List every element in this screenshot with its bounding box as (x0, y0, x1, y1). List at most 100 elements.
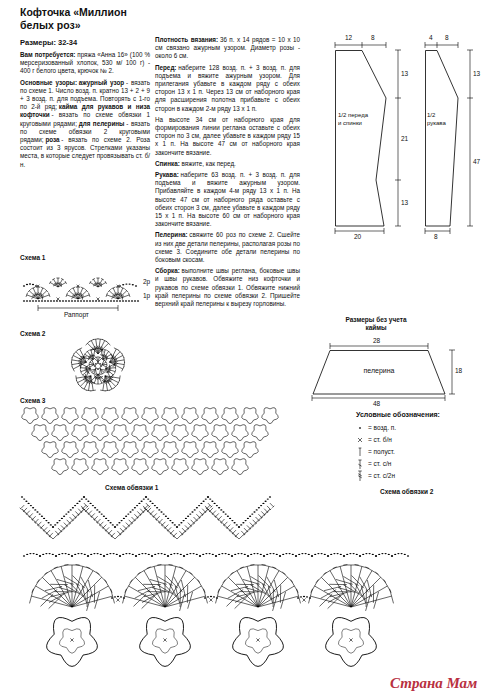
rose-chart (107, 350, 110, 352)
piece-outline (336, 51, 387, 227)
edging-chart-1 (249, 516, 251, 517)
dimension-line (395, 226, 401, 227)
edging-chart-2 (180, 594, 185, 611)
edging-chart-1 (50, 524, 52, 525)
rose-layout-chart (202, 408, 219, 424)
rose-layout-chart (242, 442, 259, 458)
chart-pattern-1 (128, 300, 130, 301)
chart-pattern-1 (125, 283, 127, 284)
edging-chart-1 (123, 518, 125, 519)
chart-pattern-1 (65, 281, 67, 284)
edging-chart-2 (250, 576, 265, 585)
dimension: 20 (354, 233, 361, 241)
chart-pattern-1 (105, 281, 107, 284)
edging-chart-1 (272, 506, 274, 508)
chart-pattern-1 (122, 300, 124, 301)
rose-chart (86, 342, 90, 346)
rose-chart (100, 390, 105, 392)
rose-chart (91, 360, 93, 361)
dimension-line (452, 350, 453, 394)
edging-chart-2 (240, 591, 258, 592)
rose-chart (80, 370, 81, 373)
edging-chart-2 (394, 554, 396, 555)
edging-chart-2 (295, 555, 297, 556)
edging-chart-2 (330, 571, 351, 607)
rose-layout-chart (212, 459, 229, 475)
edging-chart-1 (94, 507, 96, 508)
edging-chart-2 (134, 594, 147, 606)
edging-chart-2 (143, 584, 161, 585)
rose-chart (99, 363, 101, 364)
chart-pattern-1 (52, 278, 55, 280)
edging-chart-2 (61, 566, 72, 607)
edging-chart-2 (157, 576, 172, 585)
edging-chart-1 (127, 513, 129, 514)
dimension-line (398, 50, 399, 226)
rose-chart (95, 367, 97, 368)
edging-chart-2 (311, 555, 313, 556)
chart-pattern-1 (92, 278, 95, 280)
rose-layout-chart (102, 442, 119, 458)
edging-chart-2 (132, 554, 134, 555)
rose-chart (122, 367, 124, 372)
chart-pattern-1 (68, 289, 71, 292)
chart-pattern-1 (76, 287, 80, 288)
edging-chart-1 (176, 526, 178, 527)
repeat-bracket (118, 305, 119, 311)
chart-pattern-1 (69, 291, 78, 299)
chart-title: Схема 3 (20, 397, 45, 405)
edging-chart-1 (169, 520, 171, 521)
edging-chart-2 (119, 555, 121, 556)
edging-chart-2 (151, 555, 153, 556)
rose-chart (72, 367, 74, 372)
edging-chart-2 (97, 553, 99, 554)
body-text: наберите 63 возд. п. + 3 возд. п. для по… (155, 171, 300, 227)
edging-chart-2 (109, 553, 111, 554)
edging-chart-1 (253, 511, 255, 512)
dimension: 21 (401, 135, 408, 143)
edging-chart-2 (70, 584, 82, 597)
edging-chart-2 (71, 555, 73, 556)
rose-chart (98, 343, 109, 354)
edging-chart-2 (111, 589, 115, 604)
edging-chart-2 (167, 555, 169, 556)
chart-pattern-1 (119, 285, 121, 286)
edging-chart-2 (225, 553, 227, 554)
pattern-title: Кофточка «Миллион белых роз» (20, 6, 138, 31)
edging-chart-1 (125, 516, 127, 517)
chart-title: Схема обвязки 2 (380, 488, 433, 496)
edging-chart-1 (41, 516, 43, 517)
edging-chart-2 (228, 590, 244, 599)
edging-chart-2 (68, 554, 70, 555)
edging-chart-2 (297, 589, 301, 604)
dimension-line (330, 343, 331, 349)
edging-chart-2 (362, 554, 364, 555)
chart-pattern-1 (108, 289, 111, 292)
edging-chart-1 (72, 507, 74, 508)
edging-chart-1 (63, 516, 65, 517)
edging-chart-2 (163, 638, 166, 641)
edging-chart-2 (273, 553, 275, 554)
paragraph: Перед:наберите 128 возд. п. + 3 возд. п.… (155, 64, 300, 113)
rose-chart (94, 365, 96, 366)
chart-pattern-1 (89, 281, 91, 284)
edging-chart-2 (94, 585, 95, 603)
edging-chart-2 (207, 596, 209, 597)
edging-chart-2 (404, 554, 406, 555)
dimension-line (467, 226, 473, 227)
edging-chart-2 (213, 596, 215, 597)
chart-pattern-1 (121, 287, 125, 289)
chart-pattern-1 (89, 300, 91, 301)
chart-pattern-1 (74, 300, 76, 301)
row-number: 2р (143, 278, 150, 286)
edging-chart-2 (374, 592, 379, 609)
paragraph: Сборка:выполните швы реглана, боковые шв… (155, 267, 300, 308)
rose-chart (103, 376, 105, 391)
chart-pattern-1 (71, 300, 73, 301)
chart-pattern-1 (57, 298, 60, 301)
edging-chart-2 (72, 596, 113, 607)
chart-pattern-1 (106, 293, 108, 297)
chart-pattern-1 (35, 285, 37, 286)
chart-pattern-1 (94, 283, 98, 284)
edging-chart-1 (211, 501, 213, 502)
